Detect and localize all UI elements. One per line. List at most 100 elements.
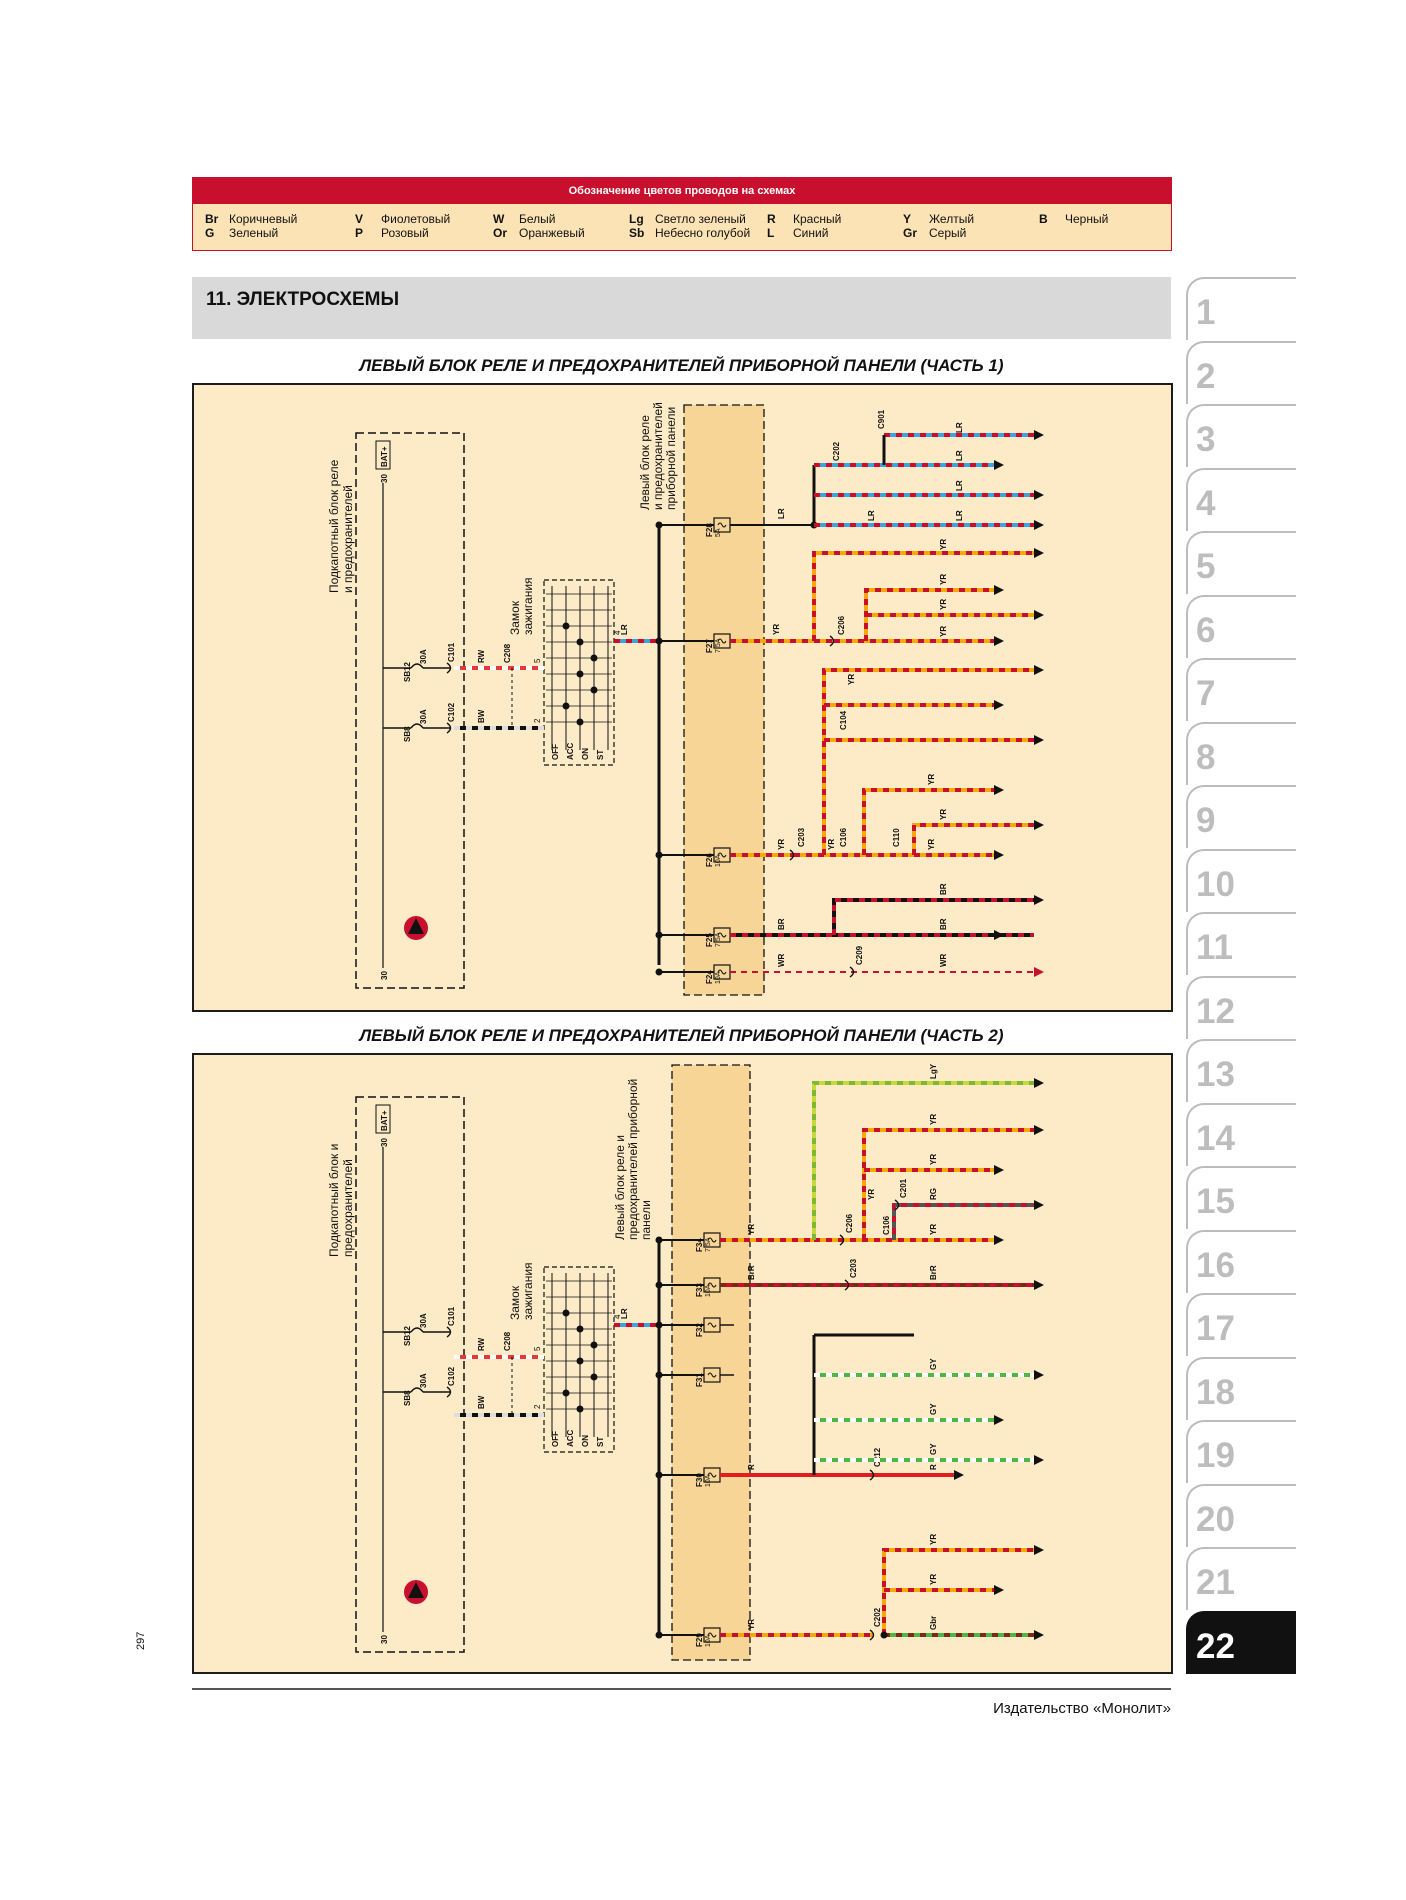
sb-fuse — [410, 663, 424, 669]
connector-label: C106 — [882, 1215, 891, 1235]
connector-label: C110 — [892, 828, 901, 847]
switch-position-label: ON — [581, 748, 590, 760]
fuse-label: F25 — [705, 933, 714, 947]
arrow-head — [1034, 548, 1044, 558]
arrow-head — [1034, 430, 1044, 440]
legend-name: Коричневый — [229, 212, 298, 226]
chapter-tab-12[interactable]: 12 — [1186, 975, 1296, 1039]
wire-label: YR — [929, 1574, 938, 1585]
legend-code: P — [355, 226, 364, 240]
left-block-label: панели — [639, 1200, 653, 1240]
chapter-tab-18[interactable]: 18 — [1186, 1356, 1296, 1420]
switch-contact — [576, 1405, 584, 1413]
ignition-switch — [543, 579, 615, 766]
wire-label: LR — [867, 510, 876, 521]
legend-code: Sb — [629, 226, 645, 240]
fuse-label: F28 — [705, 523, 714, 537]
wire-lgy-stripe — [812, 1081, 1034, 1240]
wire-yr-stripe — [864, 588, 994, 641]
wire-label: GY — [929, 1358, 938, 1370]
chapter-tab-2[interactable]: 2 — [1186, 340, 1296, 404]
wire-br-stripe — [832, 898, 1034, 935]
chapter-tab-6[interactable]: 6 — [1186, 594, 1296, 658]
wire-label: BW — [477, 709, 486, 723]
wire-label: YR — [927, 839, 936, 850]
legend-code: Or — [493, 226, 508, 240]
arrow-head — [1034, 895, 1044, 905]
connector-label: C202 — [873, 1607, 882, 1627]
arrow-head — [1034, 665, 1044, 675]
connector-label: C208 — [503, 1331, 512, 1351]
junction-dot — [655, 851, 663, 859]
switch-contact — [590, 654, 598, 662]
chapter-tab-label: 22 — [1196, 1626, 1235, 1666]
chapter-tab-4[interactable]: 4 — [1186, 467, 1296, 531]
left-fuse-box — [683, 404, 765, 996]
wire-label: R — [929, 1464, 938, 1470]
chapter-tab-10[interactable]: 10 — [1186, 848, 1296, 912]
chapter-tab-20[interactable]: 20 — [1186, 1483, 1296, 1547]
legend-code: Br — [205, 212, 219, 226]
fuse-rating: 7.5A — [715, 638, 722, 653]
chapter-tab-label: 10 — [1196, 864, 1235, 904]
sb-label: SB8 — [403, 726, 412, 742]
junction-dot — [655, 1236, 663, 1244]
switch-contact — [576, 638, 584, 646]
chapter-tab-5[interactable]: 5 — [1186, 531, 1296, 594]
connector-label: C203 — [797, 827, 806, 847]
switch-position-label: OFF — [551, 744, 560, 760]
chapter-tab-11[interactable]: 11 — [1186, 912, 1296, 975]
arrow-head — [994, 1165, 1004, 1175]
chapter-tab-16[interactable]: 16 — [1186, 1229, 1296, 1293]
chapter-tab-17[interactable]: 17 — [1186, 1293, 1296, 1356]
legend-code: G — [205, 226, 215, 240]
legend-code: W — [493, 212, 505, 226]
sb-rating: 30A — [419, 1313, 428, 1328]
bat-label: BAT+ — [380, 1110, 389, 1131]
chapter-tab-14[interactable]: 14 — [1186, 1102, 1296, 1166]
chapter-tab-label: 18 — [1196, 1372, 1235, 1412]
legend-name: Оранжевый — [519, 226, 585, 240]
footer-divider — [192, 1688, 1171, 1690]
wire-yr — [822, 668, 1034, 855]
connector-label: C206 — [837, 615, 846, 635]
switch-position-label: OFF — [551, 1431, 560, 1447]
connector-symbol — [446, 1326, 452, 1338]
chapter-tab-8[interactable]: 8 — [1186, 721, 1296, 785]
chapter-tab-13[interactable]: 13 — [1186, 1039, 1296, 1102]
wire-yr — [882, 1548, 1034, 1635]
chapter-tab-7[interactable]: 7 — [1186, 658, 1296, 721]
chapter-tab-label: 15 — [1196, 1182, 1235, 1221]
legend-code: V — [355, 212, 364, 226]
legend-code: Gr — [903, 226, 918, 240]
fuse-rating: 5A — [715, 528, 722, 537]
fuse-rating: 10A — [705, 1474, 712, 1487]
chapter-tab-label: 8 — [1196, 737, 1216, 777]
chapter-tab-3[interactable]: 3 — [1186, 404, 1296, 467]
chapter-tab-1[interactable]: 1 — [1186, 277, 1296, 340]
wire-label: Gbr — [929, 1616, 938, 1630]
chapter-tab-9[interactable]: 9 — [1186, 785, 1296, 848]
connector-label: C104 — [839, 710, 848, 730]
fuse-label: F31 — [695, 1373, 704, 1387]
fuse-label: F32 — [695, 1323, 704, 1337]
chapter-tab-15[interactable]: 15 — [1186, 1166, 1296, 1229]
arrow-head — [954, 1470, 964, 1480]
legend-name: Серый — [929, 226, 967, 240]
sb-fuse — [410, 723, 424, 729]
arrow-head — [1034, 1630, 1044, 1640]
connector-symbol — [894, 1199, 900, 1211]
fuse-element — [707, 1632, 717, 1638]
switch-position-label: ACC — [566, 1429, 575, 1447]
chapter-tab-21[interactable]: 21 — [1186, 1547, 1296, 1610]
pin-label: 2 — [533, 718, 542, 723]
chapter-tab-label: 9 — [1196, 801, 1216, 840]
connector-label: C212 — [873, 1447, 882, 1467]
connector-label: C101 — [447, 642, 456, 662]
chapter-tab-19[interactable]: 19 — [1186, 1420, 1296, 1483]
wire-yr-stripe — [862, 788, 994, 855]
legend-code: Y — [903, 212, 912, 226]
chapter-tab-22[interactable]: 22 — [1186, 1610, 1296, 1674]
publisher-label: Издательство «Монолит» — [993, 1700, 1171, 1717]
